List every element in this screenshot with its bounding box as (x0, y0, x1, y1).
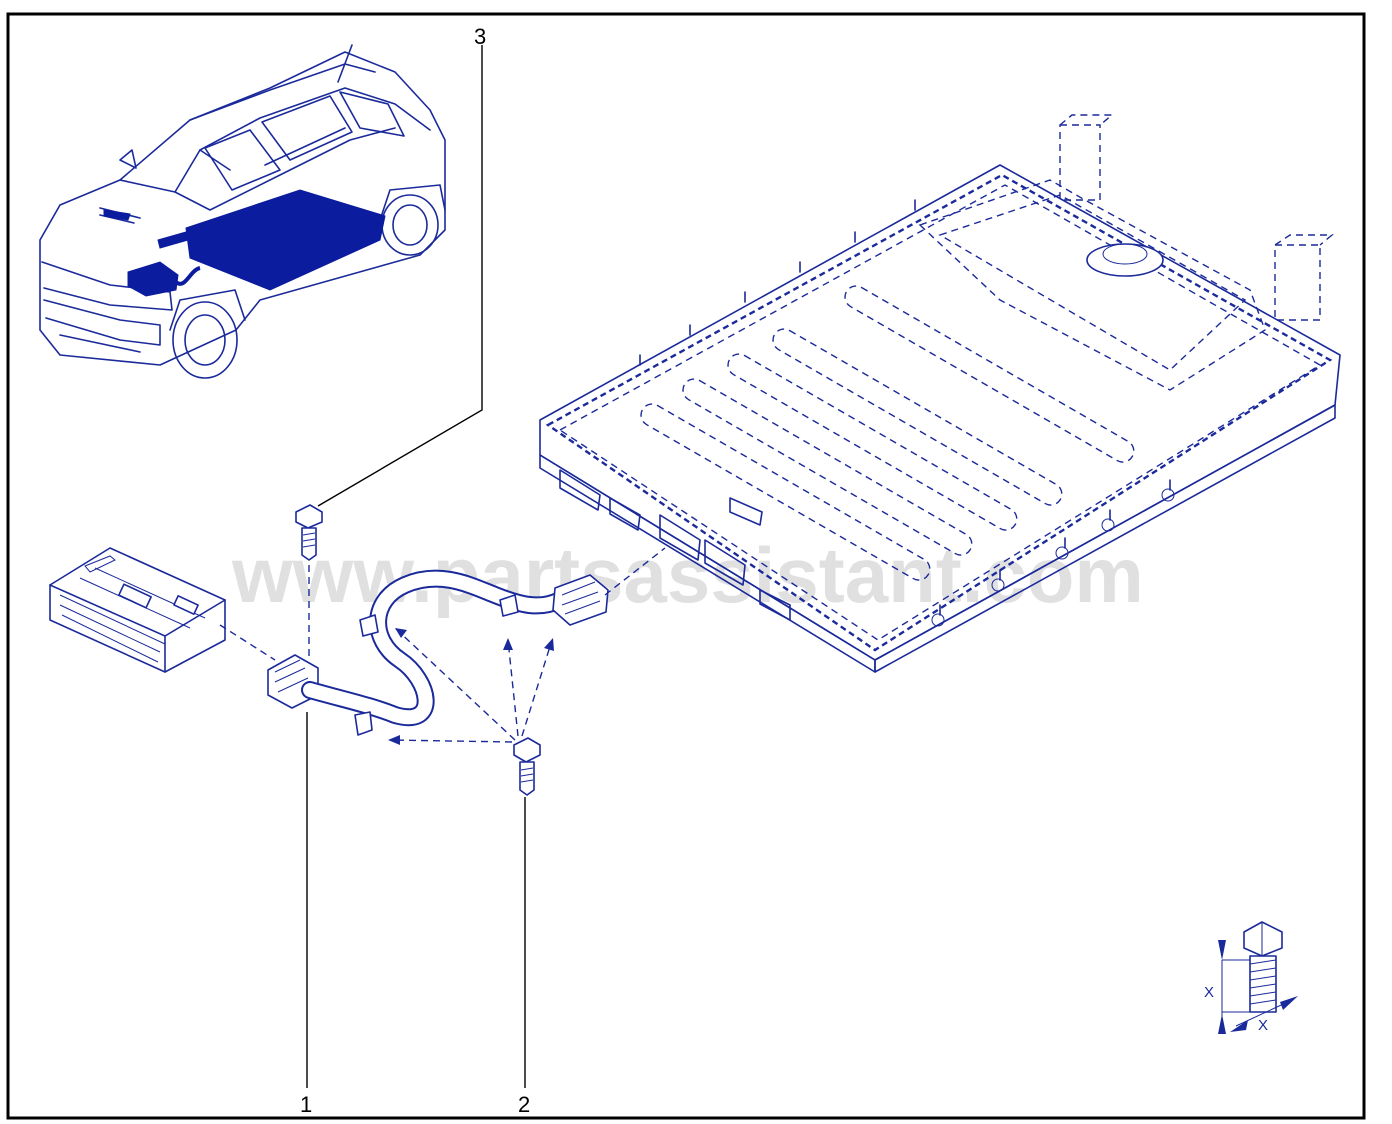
electronic-module (49, 547, 226, 673)
battery-highlight (185, 189, 386, 291)
torque-label-vertical: X (1204, 984, 1214, 1001)
battery-pack (539, 114, 1341, 673)
bolt-2-guides (388, 627, 554, 745)
tightening-torque-symbol: X X (1204, 921, 1298, 1034)
torque-label-horizontal: X (1258, 1017, 1268, 1034)
bolt-part-2 (513, 737, 541, 796)
callout-2: 2 (518, 1092, 530, 1117)
harness-connector-guide (604, 547, 666, 596)
vehicle-location-illustration (39, 44, 446, 379)
module-highlight (127, 261, 179, 297)
callout-3: 3 (474, 24, 486, 49)
callout-1: 1 (300, 1092, 312, 1117)
watermark-text: www.partsassistant.com (231, 531, 1144, 619)
module-connector-guide (219, 624, 276, 661)
bolt-part-3 (295, 504, 323, 561)
callout-leaders (306, 45, 526, 1088)
diagram-frame (6, 12, 1366, 1120)
wiring-harness (267, 569, 609, 736)
